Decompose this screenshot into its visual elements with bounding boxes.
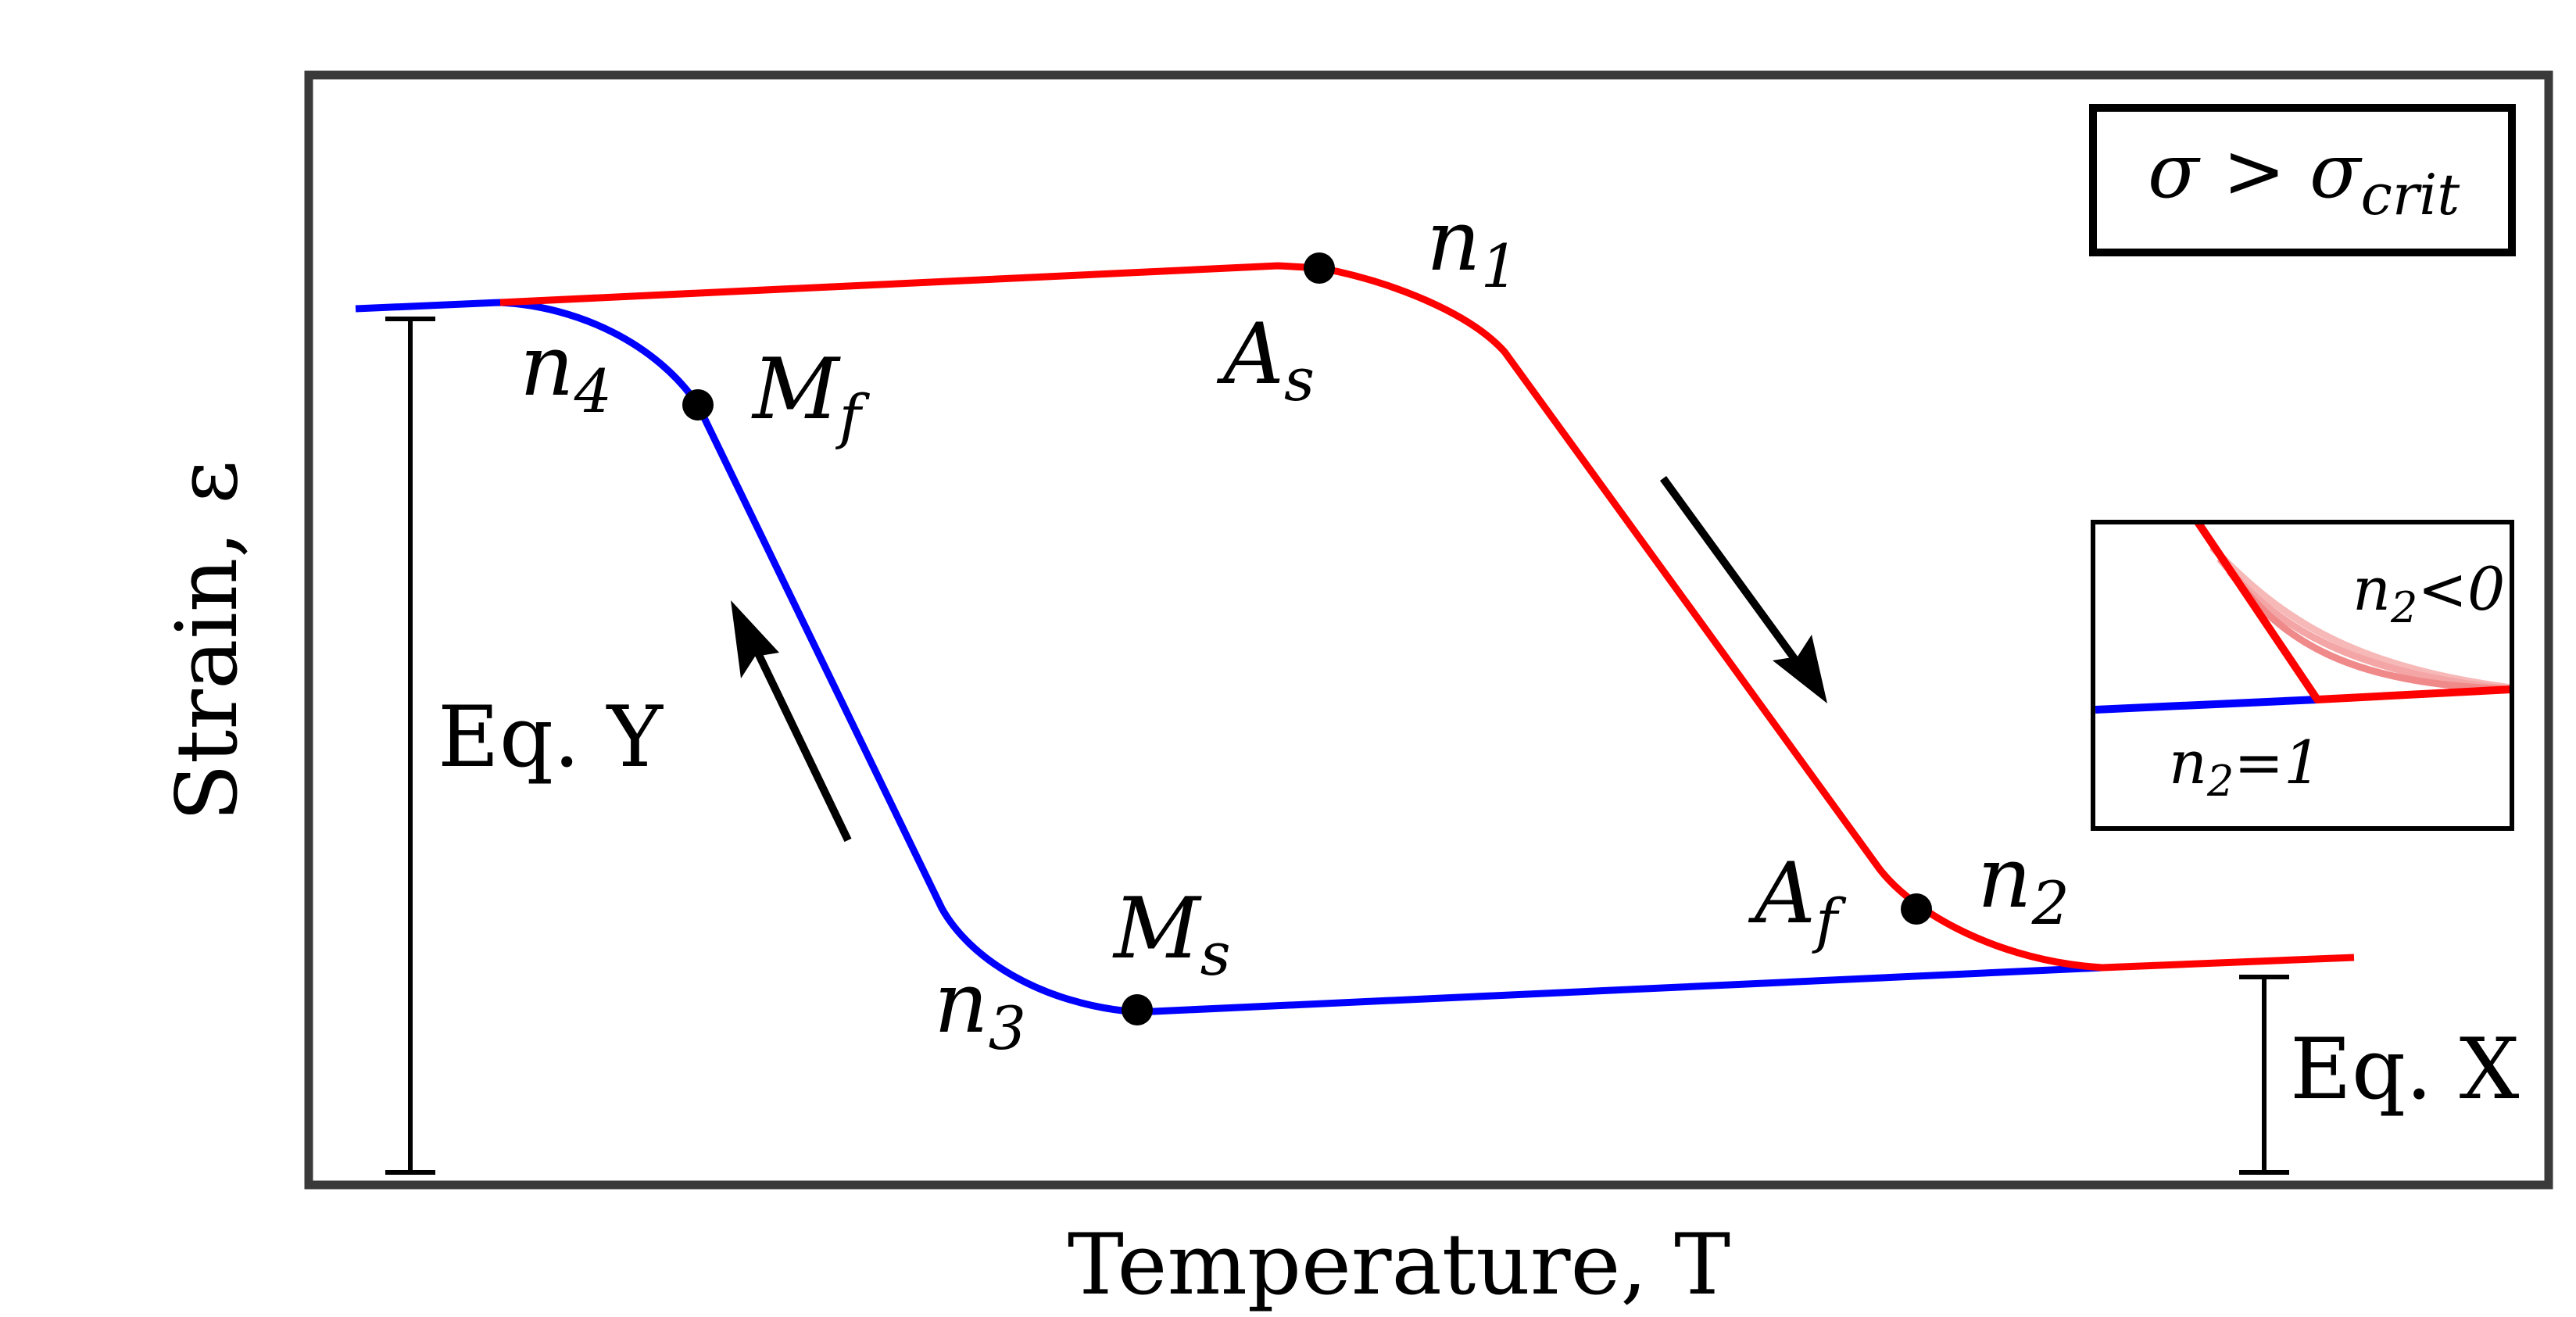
label-n4: n4	[520, 317, 612, 426]
point-af	[1901, 893, 1932, 925]
condition-sub: crit	[2361, 162, 2461, 227]
label-n3: n3	[934, 954, 1026, 1063]
point-mf	[682, 389, 714, 421]
inset-label-neg: n2<0	[2352, 554, 2505, 632]
heating-curve	[499, 262, 2355, 972]
cooling-direction-arrow	[731, 600, 852, 843]
label-mf: Mf	[751, 341, 871, 451]
label-n1: n1	[1426, 192, 1519, 301]
point-as	[1304, 252, 1335, 284]
inset-red-line	[2194, 524, 2510, 703]
label-ms: Ms	[1112, 880, 1231, 989]
point-ms	[1122, 994, 1153, 1025]
plot-frame	[304, 70, 2553, 1190]
y-axis-label: Strain, ε	[159, 460, 256, 821]
eq-x-label: Eq. X	[2290, 1021, 2520, 1118]
heating-direction-arrow	[1659, 476, 1827, 703]
label-n2: n2	[1977, 829, 2070, 938]
eq-y-label: Eq. Y	[438, 689, 664, 786]
condition-base: σ > σ	[2148, 127, 2363, 215]
label-af: Af	[1748, 845, 1847, 955]
condition-text: σ > σcrit	[2148, 127, 2460, 227]
inset-label-one: n2=1	[2169, 728, 2321, 806]
condition-box: σ > σcrit	[2089, 104, 2516, 256]
cooling-curve	[355, 299, 2103, 1016]
inset-blue-line	[2095, 696, 2318, 714]
eq-y-bracket	[385, 317, 435, 1175]
eq-x-bracket	[2239, 975, 2289, 1175]
inset: n2<0 n2=1	[2091, 520, 2514, 831]
x-axis-label: Temperature, T	[1068, 1216, 1730, 1314]
condition-box-frame	[2089, 104, 2516, 256]
label-as: As	[1216, 306, 1315, 414]
